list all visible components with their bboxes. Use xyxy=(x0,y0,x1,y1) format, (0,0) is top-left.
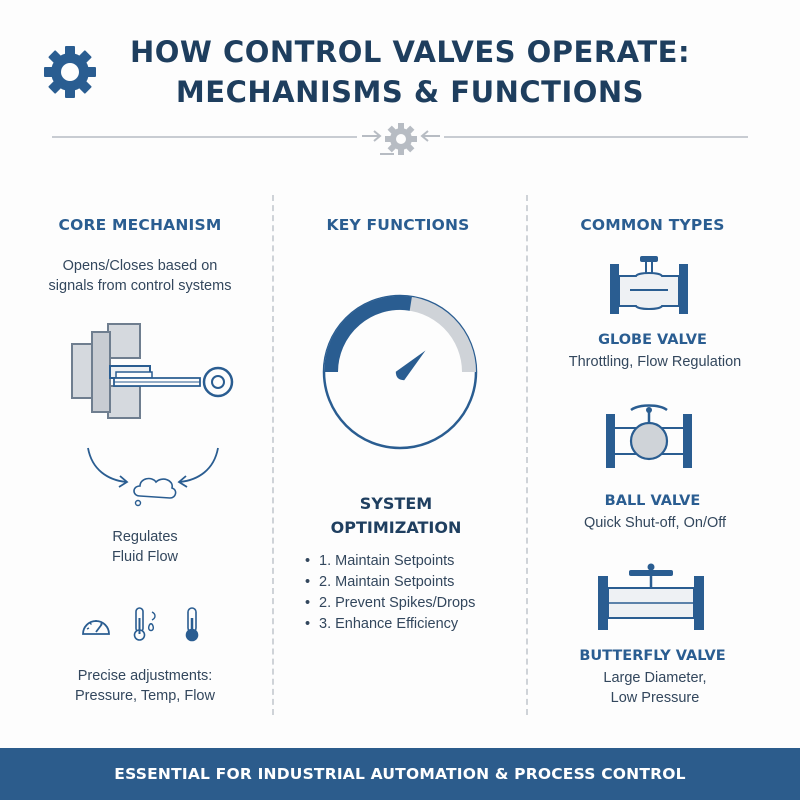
valve-actuator-icon xyxy=(71,323,234,419)
regulates-line-1: Regulates xyxy=(112,529,178,545)
gear-icon xyxy=(44,46,96,98)
gauge-value-arc xyxy=(324,295,412,373)
column-separator-right xyxy=(526,195,528,715)
ball-valve-name: BALL VALVE xyxy=(604,493,701,509)
system-optimization-line-1: SYSTEM xyxy=(359,494,433,513)
butterfly-valve-icon xyxy=(598,563,704,630)
column-separator-left xyxy=(272,195,274,715)
butterfly-desc-line-1: Large Diameter, xyxy=(603,670,707,686)
title-divider-right xyxy=(444,136,748,138)
system-optimization-heading: SYSTEM OPTIMIZATION xyxy=(296,492,496,540)
core-desc-line-2: signals from control systems xyxy=(48,278,232,294)
adjust-line-2: Pressure, Temp, Flow xyxy=(75,688,215,704)
globe-valve-icon xyxy=(610,256,688,314)
bullet-text: 1. Maintain Setpoints xyxy=(319,553,455,569)
list-item: • 2. Prevent Spikes/Drops xyxy=(305,593,475,614)
bullet-text: 3. Enhance Efficiency xyxy=(319,616,459,632)
footer-text: ESSENTIAL FOR INDUSTRIAL AUTOMATION & PR… xyxy=(114,765,686,783)
gear-arrows-icon xyxy=(362,123,440,155)
regulates-line-2: Fluid Flow xyxy=(111,549,179,565)
ball-valve-icon xyxy=(606,404,692,468)
list-item: • 1. Maintain Setpoints xyxy=(305,551,475,572)
function-bullet-list: • 1. Maintain Setpoints • 2. Maintain Setp… xyxy=(305,551,475,635)
list-item: • 2. Maintain Setpoints xyxy=(305,572,475,593)
flow-arrows-cloud-icon xyxy=(87,447,219,507)
bullet-dot: • xyxy=(305,574,311,590)
core-mechanism-heading: CORE MECHANISM xyxy=(58,216,222,234)
list-item: • 3. Enhance Efficiency xyxy=(305,614,475,635)
title-divider-left xyxy=(52,136,357,138)
core-desc-line-1: Opens/Closes based on xyxy=(62,258,218,274)
globe-valve-description: Throttling, Flow Regulation xyxy=(568,354,742,370)
key-functions-heading: KEY FUNCTIONS xyxy=(326,216,470,234)
performance-gauge-icon xyxy=(322,294,478,450)
butterfly-valve-name: BUTTERFLY VALVE xyxy=(579,648,726,664)
thermometer-flow-icon xyxy=(133,607,156,641)
adjust-line-1: Precise adjustments: xyxy=(77,668,213,684)
butterfly-valve-description: Large Diameter, Low Pressure xyxy=(540,668,770,708)
pressure-gauge-icon xyxy=(82,620,110,635)
system-optimization-line-2: OPTIMIZATION xyxy=(330,518,462,537)
core-mechanism-description: Opens/Closes based on signals from contr… xyxy=(25,256,255,296)
regulates-flow-label: Regulates Fluid Flow xyxy=(60,527,230,567)
bullet-text: 2. Maintain Setpoints xyxy=(319,574,455,590)
bullet-dot: • xyxy=(305,595,311,611)
common-types-heading: COMMON TYPES xyxy=(580,216,725,234)
footer-banner xyxy=(0,748,800,800)
bullet-dot: • xyxy=(305,616,311,632)
gauge-needle xyxy=(395,350,426,381)
thermometer-icon xyxy=(185,607,199,642)
title-line-1: HOW CONTROL VALVES OPERATE: xyxy=(129,35,691,69)
title-line-2: MECHANISMS & FUNCTIONS xyxy=(175,75,645,109)
page-title: HOW CONTROL VALVES OPERATE: MECHANISMS &… xyxy=(100,32,720,112)
globe-valve-name: GLOBE VALVE xyxy=(598,332,707,348)
precise-adjustments-label: Precise adjustments: Pressure, Temp, Flo… xyxy=(40,666,250,706)
bullet-dot: • xyxy=(305,553,311,569)
bullet-text: 2. Prevent Spikes/Drops xyxy=(319,595,476,611)
ball-valve-description: Quick Shut-off, On/Off xyxy=(583,515,727,531)
butterfly-desc-line-2: Low Pressure xyxy=(610,690,700,706)
